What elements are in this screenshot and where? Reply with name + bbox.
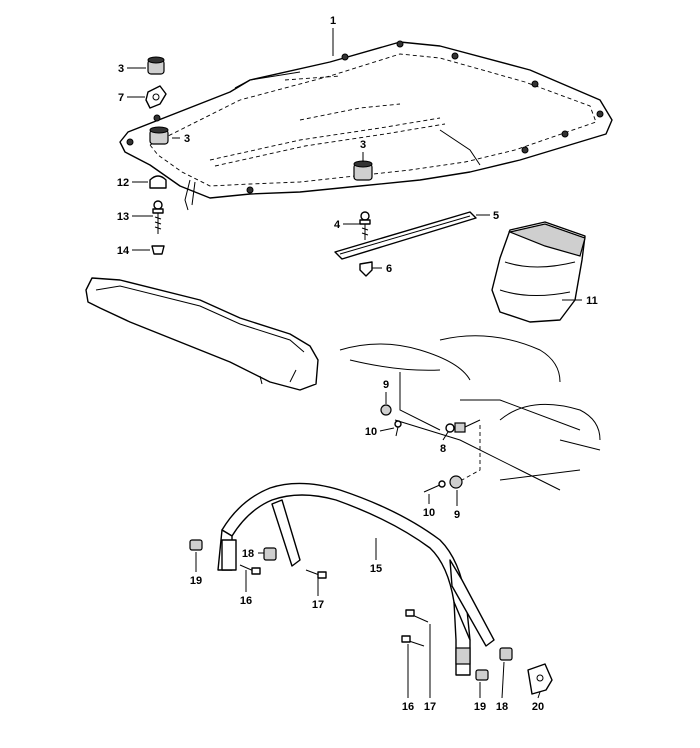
callout-6: 6 [386, 263, 392, 275]
callout-10: 10 [423, 507, 435, 519]
callout-8: 8 [440, 443, 446, 455]
callout-7: 7 [118, 92, 124, 104]
bracket-part-20 [527, 663, 553, 695]
knob-part-3-mid [353, 160, 373, 181]
callout-13: 13 [117, 211, 129, 223]
sleeve-part-18-right [499, 647, 513, 661]
stud-part-4 [359, 211, 371, 240]
screw-part-10-upper [394, 420, 402, 437]
mount-line [461, 425, 481, 481]
car-interior-sketch [339, 335, 601, 491]
callout-4: 4 [334, 219, 341, 231]
cap-part-12 [149, 175, 167, 189]
callout-18: 18 [242, 548, 254, 560]
nut-part-19-left [189, 539, 203, 551]
callout-18: 18 [496, 701, 508, 713]
callout-17: 17 [312, 599, 324, 611]
windscreen-header [85, 277, 319, 391]
callout-19: 19 [474, 701, 486, 713]
clip-part-9-lower [449, 475, 463, 489]
screw-part-6 [359, 261, 373, 277]
callout-10: 10 [365, 426, 377, 438]
sleeve-part-18-left [263, 547, 277, 561]
callout-3: 3 [184, 133, 190, 145]
clip-part-9-upper [380, 404, 392, 416]
bolt-part-17-left [305, 569, 327, 579]
callout-16: 16 [402, 701, 414, 713]
callout-11: 11 [586, 295, 598, 307]
callout-12: 12 [117, 177, 129, 189]
bolt-part-8 [445, 419, 481, 433]
callout-3: 3 [360, 139, 366, 151]
callout-15: 15 [370, 563, 382, 575]
cover-bag-part-11 [491, 221, 586, 323]
callout-20: 20 [532, 701, 544, 713]
knob-part-3-left [149, 126, 169, 145]
callout-labels: 1 3 7 3 3 12 13 14 4 5 6 11 9 10 8 10 9 … [117, 15, 598, 713]
callout-9: 9 [454, 509, 460, 521]
callout-5: 5 [493, 210, 499, 222]
stud-part-13 [152, 200, 164, 234]
plug-part-14 [151, 245, 165, 255]
callout-17: 17 [424, 701, 436, 713]
bolt-part-17-right [405, 609, 429, 623]
callout-14: 14 [117, 245, 130, 257]
nut-part-19-right [475, 669, 489, 681]
leader-lines [127, 28, 582, 699]
callout-3: 3 [118, 63, 124, 75]
callout-19: 19 [190, 575, 202, 587]
bolt-part-16-left [239, 564, 261, 575]
callout-9: 9 [383, 379, 389, 391]
screw-part-10-lower [423, 480, 446, 493]
callout-16: 16 [240, 595, 252, 607]
strip-part-5 [334, 211, 477, 260]
hardtop-panel [119, 40, 613, 211]
knob-part-3-top [147, 56, 165, 75]
callout-1: 1 [330, 15, 336, 27]
clip-part-7 [145, 85, 167, 109]
bolt-part-16-right [401, 635, 425, 647]
roll-bar-part-15 [217, 482, 495, 676]
